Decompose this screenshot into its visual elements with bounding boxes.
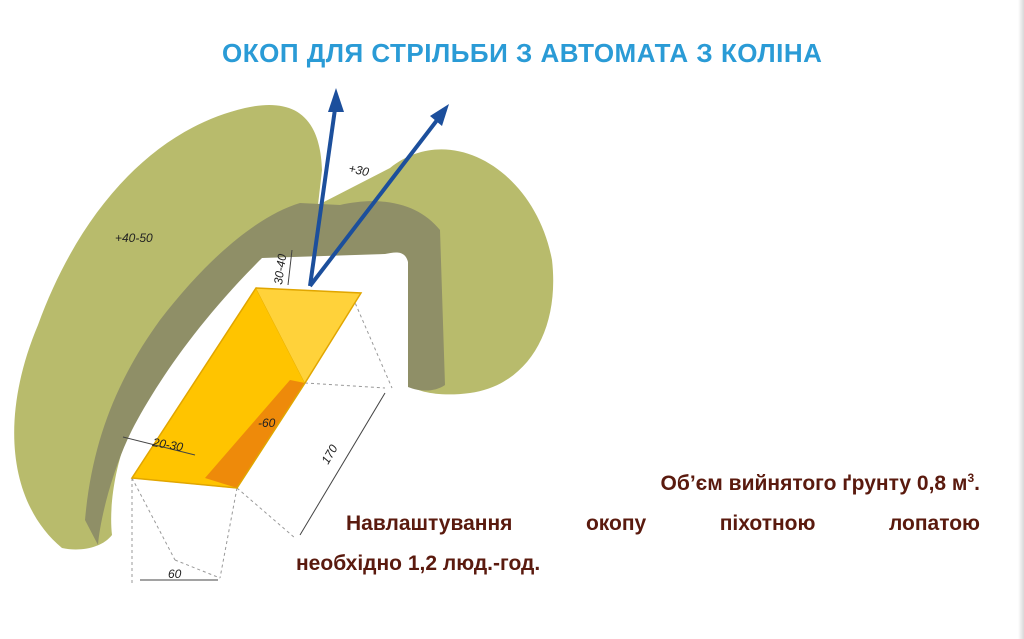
depth-label: -60 bbox=[258, 416, 276, 430]
page-title: ОКОП ДЛЯ СТРІЛЬБИ З АВТОМАТА З КОЛІНА bbox=[222, 38, 823, 68]
slide-edge bbox=[1018, 0, 1024, 639]
dimension-lines bbox=[122, 249, 386, 581]
length-label: 170 bbox=[318, 442, 340, 467]
trench-bottom bbox=[205, 380, 305, 488]
berm-shadow bbox=[85, 201, 445, 545]
fire-direction-arrows bbox=[308, 88, 449, 288]
width-bottom-label: 60 bbox=[168, 567, 182, 581]
info-text: Об’єм вийнятого ґрунту 0,8 м3. Навлаштув… bbox=[296, 464, 980, 584]
trench-right-wall bbox=[256, 288, 361, 383]
width-top-label: 20-30 bbox=[150, 435, 184, 454]
trench-rim bbox=[130, 287, 363, 489]
front-distance-label: 30-40 bbox=[271, 253, 289, 286]
berm-right-label: +30 bbox=[347, 161, 370, 179]
setup-line: Навлаштування окопу піхотною лопатою bbox=[346, 512, 980, 535]
berm-left-label: +40-50 bbox=[115, 231, 153, 245]
volume-line: Об’єм вийнятого ґрунту 0,8 м3. bbox=[660, 471, 980, 495]
trench-guides bbox=[131, 297, 393, 583]
time-line: необхідно 1,2 люд.-год. bbox=[296, 552, 541, 575]
